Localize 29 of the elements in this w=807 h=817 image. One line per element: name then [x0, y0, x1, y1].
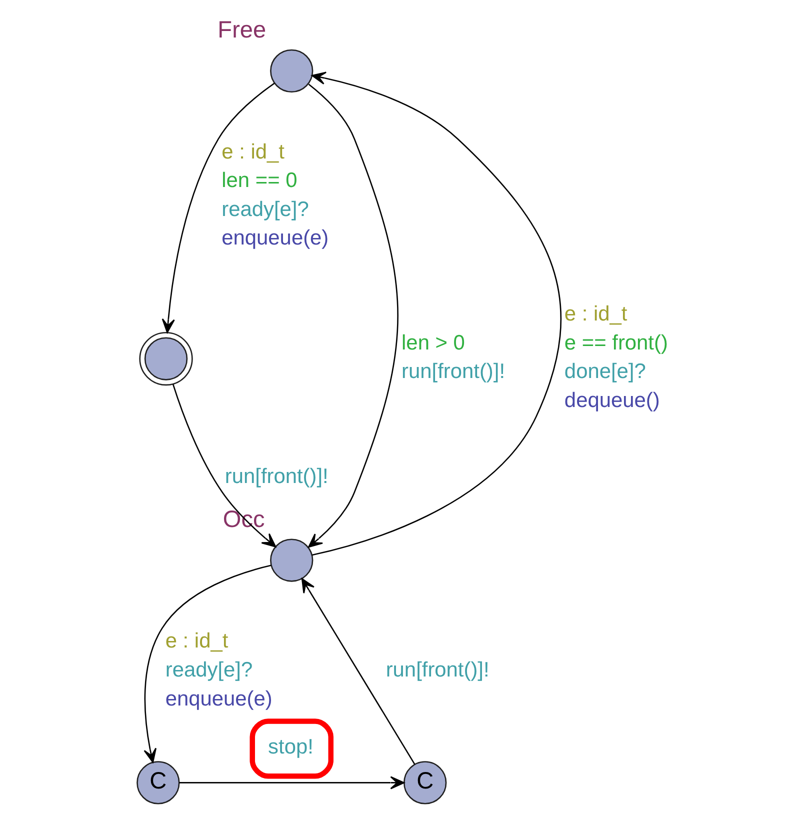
arrow [179, 776, 405, 790]
node-circle: C [404, 761, 447, 804]
arrow [308, 84, 398, 548]
arrow [172, 384, 276, 548]
edge-label: stop! [268, 736, 314, 759]
edge-label: run[front()]! [386, 658, 490, 682]
edge-label: enqueue(e) [222, 226, 329, 250]
edge-label: done[e]? [564, 360, 646, 384]
arrow [311, 72, 562, 556]
arrow [162, 82, 275, 334]
node-circle: C [136, 761, 180, 804]
edge-label: e : id_t [165, 630, 228, 653]
edge-label: len == 0 [222, 169, 298, 192]
node-circle [270, 538, 314, 582]
arrow [301, 578, 416, 765]
edge-label: e : id_t [222, 140, 284, 164]
edge-label: ready[e]? [222, 198, 309, 221]
node-label: Free [218, 16, 266, 42]
node-circle [270, 49, 314, 93]
arrow [144, 564, 272, 763]
node-doublecircle [139, 332, 193, 386]
edge-label: run[front()]! [402, 360, 506, 384]
edge-label: ready[e]? [165, 658, 253, 682]
edge-label: enqueue(e) [165, 687, 272, 710]
edge-label: e == front() [564, 331, 668, 354]
edge-label: run[front()]! [224, 464, 328, 488]
edge-label: e : id_t [564, 302, 628, 326]
edge-label: len > 0 [402, 331, 465, 354]
edge-label: dequeue() [564, 388, 660, 412]
